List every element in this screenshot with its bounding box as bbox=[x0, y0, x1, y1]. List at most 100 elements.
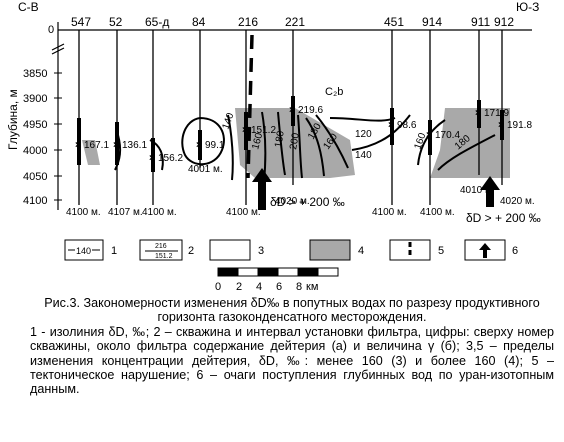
well-bottom-depth: 4100 м. bbox=[420, 207, 455, 218]
legend-number-1: 1 bbox=[111, 245, 117, 257]
isoline-140 bbox=[227, 114, 234, 181]
legend-number-4: 4 bbox=[358, 245, 364, 257]
legend-sample-2-bottom: 151.2 bbox=[155, 253, 173, 260]
legend-box-1 bbox=[64, 239, 104, 261]
filter-marker-icon: × bbox=[242, 125, 248, 136]
filter-marker-icon: × bbox=[498, 120, 504, 131]
depth-zero-label: 0 bbox=[48, 24, 54, 36]
y-axis-label: Глубина, м bbox=[6, 89, 20, 150]
well-name: 52 bbox=[109, 15, 123, 29]
scale-seg-1 bbox=[217, 267, 239, 277]
filter-marker-icon: × bbox=[475, 108, 481, 119]
depth-tick-label: 4050 bbox=[23, 171, 47, 183]
arrow-up-icon bbox=[480, 176, 500, 207]
well-name: 216 bbox=[238, 15, 258, 29]
isoline-label: 200 bbox=[288, 132, 302, 151]
filter-marker-icon: × bbox=[149, 153, 155, 164]
well-filter-value: 98.6 bbox=[397, 120, 417, 131]
filter-marker-icon: × bbox=[113, 140, 119, 151]
well: × 216 151.2 4100 м. bbox=[226, 15, 276, 218]
depth-tick-label: 3850 bbox=[23, 68, 47, 80]
well: × 912 191.8 4020 м. bbox=[494, 15, 535, 207]
filter-marker-icon: × bbox=[75, 140, 81, 151]
direction-left: С-В bbox=[18, 0, 39, 14]
isoline-180c bbox=[437, 134, 496, 171]
well-filter-value: 99.1 bbox=[205, 140, 225, 151]
isoline-label: 160 bbox=[250, 131, 265, 150]
scale-bar: 0 2 4 6 8 км bbox=[215, 267, 339, 293]
caption-title: Рис.3. Закономерности изменения δD‰ в по… bbox=[44, 296, 540, 325]
flow-label-1: δD > + 200 ‰ bbox=[270, 195, 345, 209]
filter-marker-icon: × bbox=[196, 140, 202, 151]
tectonic-fault bbox=[246, 34, 254, 179]
isolines bbox=[114, 111, 496, 183]
legend-box-2 bbox=[139, 239, 183, 261]
well-bottom-depth: 4020 м. bbox=[275, 196, 310, 207]
isoline-180a bbox=[277, 111, 286, 176]
well-filter-value: 219.6 bbox=[298, 105, 323, 116]
scale-seg-4 bbox=[277, 267, 299, 277]
well-filter-value: 191.8 bbox=[507, 120, 532, 131]
isoline-160c bbox=[417, 119, 446, 166]
filter-marker-icon: × bbox=[388, 120, 394, 131]
axis-break bbox=[51, 43, 65, 51]
well-bottom-depth: 4100 м. bbox=[66, 207, 101, 218]
well: × 52 136.1 4107 м. bbox=[108, 15, 147, 218]
isoline-160b bbox=[315, 114, 349, 169]
scale-seg-2 bbox=[237, 267, 259, 277]
well-bottom-depth: 4100 м. bbox=[142, 207, 177, 218]
legend-sample-2-top: 216 bbox=[155, 243, 167, 250]
inflow-arrow-1: δD > + 200 ‰ bbox=[252, 168, 345, 210]
flow-label-2: δD > + 200 ‰ bbox=[466, 211, 541, 225]
scale-tick-4: 4 bbox=[256, 281, 262, 293]
well-bottom-depth: 4020 м. bbox=[500, 196, 535, 207]
well-name: 451 bbox=[384, 15, 404, 29]
well-filter-value: 136.1 bbox=[122, 140, 147, 151]
well-name: 84 bbox=[192, 15, 206, 29]
axis-break-2 bbox=[51, 47, 65, 55]
horizon-label: C₂b bbox=[325, 86, 343, 98]
isoline-label: 120 bbox=[355, 129, 372, 140]
legend-box-4 bbox=[309, 239, 351, 261]
direction-right: Ю-З bbox=[516, 0, 539, 14]
isoline-label: 140 bbox=[355, 150, 372, 161]
scale-tick-2: 2 bbox=[236, 281, 242, 293]
scale-tick-6: 6 bbox=[276, 281, 282, 293]
arrow-up-icon bbox=[479, 243, 491, 258]
scale-seg-5 bbox=[297, 267, 319, 277]
scale-unit: км bbox=[306, 281, 318, 293]
depth-tick-label: 4100 bbox=[23, 195, 47, 207]
well-name: 914 bbox=[422, 15, 442, 29]
scale-tick-0: 0 bbox=[215, 281, 221, 293]
well-bottom-depth: 4100 м. bbox=[226, 207, 261, 218]
isoline-120 bbox=[329, 117, 396, 122]
legend: 140 1 216 151.2 2 3 4 5 6 bbox=[64, 239, 518, 261]
geologic-section-diagram: С-В Ю-З 0 Глубина, м 3850390049504000405… bbox=[6, 0, 541, 293]
isoline-200 bbox=[297, 114, 303, 179]
isoline-180b bbox=[305, 117, 325, 177]
isoline-140b bbox=[351, 114, 411, 151]
depth-tick-label: 4950 bbox=[23, 119, 47, 131]
scale-seg-3 bbox=[257, 267, 279, 277]
isoline-label: 140 bbox=[220, 111, 236, 131]
inflow-arrow-2: δD > + 200 ‰ bbox=[466, 176, 541, 225]
figure-caption: Рис.3. Закономерности изменения δD‰ в по… bbox=[30, 296, 554, 397]
isoline-label: 180 bbox=[273, 130, 287, 149]
well-name: 911 bbox=[471, 15, 490, 29]
well-name: 912 bbox=[494, 15, 514, 29]
depth-tick-label: 3900 bbox=[23, 93, 47, 105]
zone-high-deuterium-left bbox=[82, 140, 100, 165]
well-filter-value: 151.2 bbox=[251, 125, 276, 136]
well-bottom-depth: 4107 м. bbox=[108, 207, 143, 218]
well-filter-value: 167.1 bbox=[84, 140, 109, 151]
legend-sample-1: 140 bbox=[76, 246, 91, 256]
arrow-up-icon bbox=[252, 168, 272, 210]
